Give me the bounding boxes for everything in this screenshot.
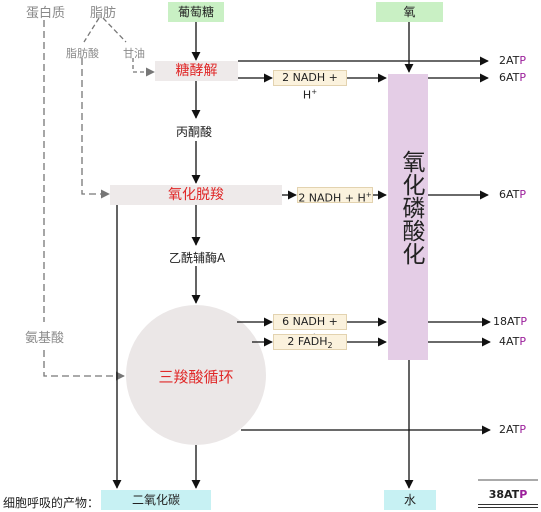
tca-circle	[126, 305, 266, 445]
oxygen-box: 氧	[376, 2, 443, 22]
glycolysis-box: 糖酵解	[155, 61, 238, 81]
products-label: 细胞呼吸的产物：	[3, 496, 100, 510]
total-atp-underline-2	[478, 507, 538, 508]
oxidative-phosphorylation-label: 氧化磷酸化	[398, 150, 424, 265]
atp-glycolysis: 2ATP	[499, 54, 527, 67]
decarb-nadh-box: 2 NADH + H+	[297, 187, 373, 205]
glycerol-label: 甘油	[123, 47, 145, 60]
amino-acid-label: 氨基酸	[25, 331, 65, 346]
fat-to-glycerol-line	[102, 17, 127, 43]
atp-oxphos-tca-fadh: 4ATP	[499, 335, 527, 348]
water-box: 水	[384, 490, 436, 510]
atp-oxphos-decarb: 6ATP	[499, 188, 527, 201]
atp-oxphos-glycolysis: 6ATP	[499, 71, 527, 84]
tca-cycle-label: 三羧酸循环	[158, 368, 234, 386]
pyruvate-label: 丙酮酸	[176, 125, 213, 139]
fat-label: 脂肪	[90, 6, 117, 21]
glycolysis-nadh-box: 2 NADH + H+	[273, 70, 347, 102]
fatty-acid-to-decarb-arrow	[81, 58, 110, 199]
tca-fadh-box: 2 FADH2	[273, 334, 347, 350]
tca-nadh-box: 6 NADH + H+	[273, 314, 347, 346]
total-atp: 38ATP	[488, 488, 528, 501]
co2-box: 二氧化碳	[101, 490, 211, 510]
oxidative-decarboxylation-box: 氧化脱羧	[110, 185, 282, 205]
glucose-box: 葡萄糖	[168, 2, 224, 22]
oxphos-bar	[388, 74, 428, 360]
amino-acid-to-tca-arrow	[43, 350, 125, 381]
fat-to-fatty-acid-line	[83, 17, 100, 43]
glycerol-to-glycolysis-arrow	[132, 58, 155, 77]
total-atp-underline-1	[478, 504, 538, 505]
atp-tca-cycle: 2ATP	[499, 423, 527, 436]
acetyl-coa-label: 乙酰辅酶A	[169, 251, 226, 265]
atp-oxphos-tca-nadh: 18ATP	[493, 315, 528, 328]
fatty-acid-label: 脂肪酸	[66, 47, 99, 60]
protein-label: 蛋白质	[26, 6, 66, 21]
